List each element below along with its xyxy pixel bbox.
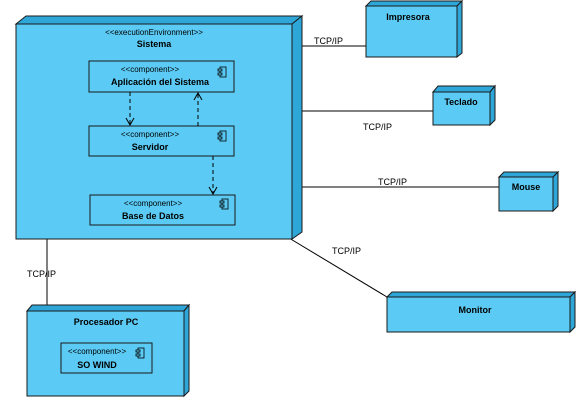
aplicacion-stereotype: <<component>> <box>121 65 180 74</box>
aplicacion-name: Aplicación del Sistema <box>111 77 210 87</box>
component-icon <box>135 347 145 359</box>
impresora-label: Impresora <box>386 12 431 22</box>
sistema-name: Sistema <box>137 39 173 49</box>
teclado-label: Teclado <box>444 97 478 107</box>
base-datos-stereotype: <<component>> <box>124 199 183 208</box>
servidor-name: Servidor <box>132 142 169 152</box>
node-procesador[interactable]: Procesador PC <box>25 303 191 398</box>
component-servidor[interactable]: <<component>> Servidor <box>88 125 235 157</box>
dependency-servidor-to-base-datos <box>208 156 218 196</box>
label-tcpip-teclado: TCP/IP <box>363 122 392 132</box>
base-datos-name: Base de Datos <box>122 211 184 221</box>
sistema-stereotype: <<executionEnvironment>> <box>105 28 203 37</box>
mouse-label: Mouse <box>512 182 541 192</box>
dependency-aplicacion-to-servidor <box>125 92 135 127</box>
component-aplicacion[interactable]: <<component>> Aplicación del Sistema <box>88 60 235 93</box>
so-wind-name: SO WIND <box>77 360 117 370</box>
component-so-wind[interactable]: <<component>> SO WIND <box>60 342 153 374</box>
component-base-datos[interactable]: <<component>> Base de Datos <box>89 194 236 226</box>
node-monitor[interactable]: Monitor <box>385 290 577 334</box>
component-icon <box>217 130 227 142</box>
node-mouse[interactable]: Mouse <box>497 170 560 213</box>
label-tcpip-impresora: TCP/IP <box>314 36 343 46</box>
servidor-stereotype: <<component>> <box>121 130 180 139</box>
label-tcpip-mouse: TCP/IP <box>378 177 407 187</box>
label-tcpip-procesador: TCP/IP <box>27 269 56 279</box>
connector-monitor <box>288 237 388 298</box>
so-wind-stereotype: <<component>> <box>68 347 127 356</box>
node-teclado[interactable]: Teclado <box>431 84 497 127</box>
monitor-label: Monitor <box>459 305 492 315</box>
component-icon <box>217 66 227 78</box>
node-impresora[interactable]: Impresora <box>364 0 464 59</box>
label-tcpip-monitor: TCP/IP <box>332 246 361 256</box>
procesador-label: Procesador PC <box>74 317 139 327</box>
component-icon <box>219 198 229 210</box>
dependency-servidor-to-aplicacion <box>193 91 203 126</box>
